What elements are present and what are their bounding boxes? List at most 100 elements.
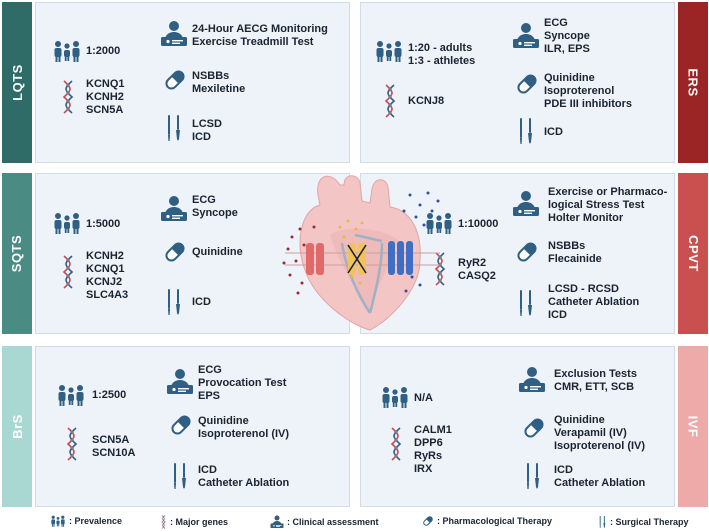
pharma-line: NSBBs (548, 240, 586, 252)
ivf-pharma: Quinidine Verapamil (IV) Isoproterenol (… (554, 414, 645, 453)
pharma-line: Quinidine (198, 415, 249, 427)
capsule-icon (169, 413, 193, 437)
gene-line: DPP6 (414, 437, 443, 449)
scalpel-icon (598, 515, 607, 529)
lqts-prevalence: 1:2000 (86, 45, 120, 58)
legend-prevalence: : Prevalence (50, 515, 122, 527)
lqts-genes: KCNQ1 KCNH2 SCN5A (86, 78, 125, 117)
pharma-line: Quinidine (192, 246, 243, 258)
ers-prevalence: 1:20 - adults 1:3 - athletes (408, 42, 475, 68)
doctor-icon (512, 190, 540, 216)
surgical-line: ICD (548, 309, 567, 321)
lqts-clinical: 24-Hour AECG Monitoring Exercise Treadmi… (192, 23, 328, 49)
clinical-line: Exercise Treadmill Test (192, 36, 314, 48)
surgical-line: ICD (192, 296, 211, 308)
brs-prevalence: 1:2500 (92, 389, 126, 402)
surgical-line: LCSD (192, 118, 222, 130)
capsule-icon (515, 72, 539, 96)
tab-brs-label: BrS (9, 414, 25, 439)
ers-pharma: Quinidine Isoproterenol PDE III inhibito… (544, 72, 632, 111)
capsule-icon (163, 240, 187, 264)
brs-pharma: Quinidine Isoproterenol (IV) (198, 415, 289, 441)
tab-cpvt-label: CPVT (685, 235, 701, 272)
clinical-line: ILR, EPS (544, 43, 590, 55)
people-icon (52, 40, 82, 62)
doctor-icon (160, 195, 188, 221)
scalpel-icon (524, 461, 542, 491)
panel-brs (35, 346, 350, 507)
clinical-line: Provocation Test (198, 377, 287, 389)
pharma-line: Mexiletine (192, 83, 246, 95)
pharma-line: NSBBs (192, 70, 230, 82)
brs-genes: SCN5A SCN10A (92, 434, 135, 460)
people-icon (50, 515, 66, 527)
people-icon (374, 40, 404, 62)
ers-clinical: ECG Syncope ILR, EPS (544, 17, 590, 56)
surgical-line: ICD (554, 464, 573, 476)
surgical-line: ICD (198, 464, 217, 476)
ers-surgical: ICD (544, 126, 563, 139)
gene-line: KCNH2 (86, 91, 124, 103)
gene-line: IRX (414, 463, 433, 475)
legend-genes: : Major genes (160, 515, 228, 529)
people-icon (52, 212, 82, 234)
pharma-line: Isoproterenol (IV) (554, 440, 646, 452)
sqts-genes: KCNH2 KCNQ1 KCNJ2 SLC4A3 (86, 250, 128, 302)
sqts-prevalence: 1:5000 (86, 218, 120, 231)
gene-line: KCNJ2 (86, 276, 123, 288)
prevalence-line: 1:10000 (458, 218, 499, 230)
gene-line: SLC4A3 (86, 289, 129, 301)
gene-line: CALM1 (414, 424, 452, 436)
tab-ers: ERS (678, 2, 708, 163)
clinical-line: Exclusion Tests (554, 368, 637, 380)
scalpel-icon (517, 116, 535, 146)
doctor-icon (160, 20, 188, 46)
clinical-line: ECG (544, 17, 568, 29)
legend-surgical-label: : Surgical Therapy (610, 517, 689, 527)
clinical-line: Syncope (544, 30, 590, 42)
surgical-line: LCSD - RCSD (548, 283, 619, 295)
pharma-line: Isoproterenol (544, 85, 615, 97)
surgical-line: Catheter Ablation (554, 477, 646, 489)
dna-icon (390, 427, 402, 461)
gene-line: SCN10A (92, 447, 136, 459)
ivf-prevalence: N/A (414, 392, 433, 405)
legend-surgical: : Surgical Therapy (598, 515, 689, 529)
prevalence-line: 1:20 - adults (408, 42, 473, 54)
surgical-line: ICD (192, 131, 211, 143)
dna-icon (62, 80, 74, 114)
brs-clinical: ECG Provocation Test EPS (198, 364, 286, 403)
tab-cpvt: CPVT (678, 173, 708, 334)
scalpel-icon (171, 461, 189, 491)
pharma-line: Quinidine (544, 72, 595, 84)
pharma-line: Flecainide (548, 253, 602, 265)
legend-prevalence-label: : Prevalence (69, 516, 123, 526)
sqts-pharma: Quinidine (192, 246, 243, 259)
sqts-clinical: ECG Syncope (192, 194, 238, 220)
legend: : Prevalence : Major genes : Clinical as… (0, 512, 709, 532)
cpvt-prevalence: 1:10000 (458, 218, 498, 231)
ers-genes: KCNJ8 (408, 95, 444, 108)
clinical-line: CMR, ETT, SCB (554, 381, 635, 393)
prevalence-line: 1:2500 (92, 389, 127, 401)
ivf-clinical: Exclusion Tests CMR, ETT, SCB (554, 368, 637, 394)
doctor-icon (512, 22, 540, 48)
brs-surgical: ICD Catheter Ablation (198, 464, 289, 490)
gene-line: SCN5A (92, 434, 130, 446)
panel-ers (360, 2, 675, 163)
dna-icon (160, 515, 167, 529)
capsule-icon (522, 416, 546, 440)
tab-lqts: LQTS (2, 2, 32, 163)
clinical-line: 24-Hour AECG Monitoring (192, 23, 328, 35)
prevalence-line: 1:5000 (86, 218, 121, 230)
tab-ivf: IVF (678, 346, 708, 507)
doctor-icon (518, 366, 546, 392)
tab-lqts-label: LQTS (9, 64, 25, 101)
sodium-channel (306, 243, 324, 275)
pharma-line: Quinidine (554, 414, 605, 426)
potassium-channel (388, 241, 413, 275)
legend-genes-label: : Major genes (170, 517, 229, 527)
lqts-surgical: LCSD ICD (192, 118, 222, 144)
tab-brs: BrS (2, 346, 32, 507)
